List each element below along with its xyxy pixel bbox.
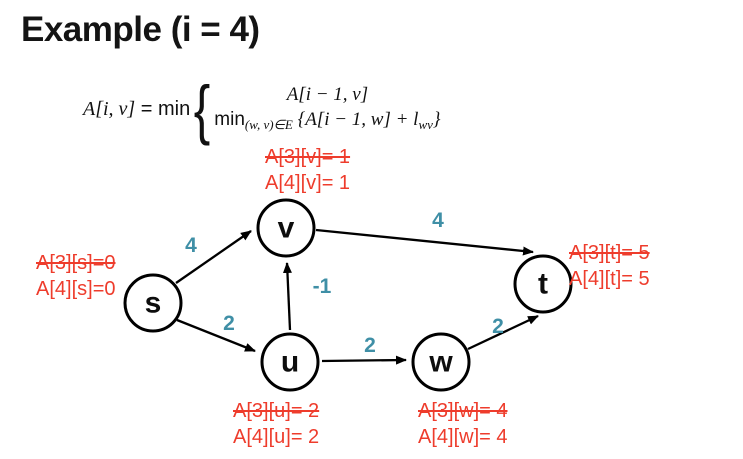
formula-cases: A[i − 1, v] min(w, v)∈E {A[i − 1, w] + l… xyxy=(214,82,440,137)
weight-w-t: 2 xyxy=(492,315,504,338)
edge-w-t xyxy=(467,314,539,351)
annotation-w-new: A[4][w]= 4 xyxy=(418,426,508,448)
formula-lhs-var: A[i, v] xyxy=(83,97,136,120)
formula-equals: = xyxy=(135,97,159,120)
edge-u-w xyxy=(321,355,407,365)
annotation-u-old: A[3][u]= 2 xyxy=(233,400,320,422)
formula-min: min xyxy=(158,97,191,120)
weight-s-v: 4 xyxy=(185,234,197,257)
node-s-label: s xyxy=(144,286,162,319)
annotation-t-old: A[3][t]= 5 xyxy=(569,242,650,264)
annotation-t-new: A[4][t]= 5 xyxy=(569,268,650,290)
edge-u-v xyxy=(282,262,292,331)
weight-s-u: 2 xyxy=(223,312,235,335)
node-t-label: t xyxy=(538,267,548,300)
formula-case-2-close: } xyxy=(432,108,441,130)
annotation-v-old: A[3][v]= 1 xyxy=(265,146,351,168)
page-title: Example (i = 4) xyxy=(21,10,260,49)
weight-u-w: 2 xyxy=(364,334,376,357)
node-w: w xyxy=(411,332,471,392)
annotation-w-old: A[3][w]= 4 xyxy=(418,400,508,422)
node-u: u xyxy=(260,332,320,392)
annotation-s-old: A[3][s]=0 xyxy=(36,252,116,274)
annotation-t: A[3][t]= 5 A[4][t]= 5 xyxy=(569,240,650,292)
formula-case-2-open: { xyxy=(292,108,306,130)
formula-case-2-min: min xyxy=(214,108,245,130)
formula-edge-length-subscript-text: wv xyxy=(418,116,433,132)
node-u-label: u xyxy=(280,345,300,378)
node-t: t xyxy=(513,254,573,314)
formula-edge-length-subscript: wv xyxy=(418,117,432,132)
node-v-label: v xyxy=(277,211,295,244)
weight-v-t: 4 xyxy=(432,209,444,232)
node-w-label: w xyxy=(429,345,453,378)
node-s: s xyxy=(123,273,183,333)
annotation-s: A[3][s]=0 A[4][s]=0 xyxy=(36,250,116,302)
formula-lhs: A[i, v] = min xyxy=(83,98,190,121)
edge-s-u xyxy=(176,318,256,353)
formula-case-1: A[i − 1, v] xyxy=(214,82,440,107)
formula-case-2-subscript: (w, v)∈E xyxy=(245,117,293,132)
formula-case-1-text: A[i − 1, v] xyxy=(286,83,369,105)
formula-case-2-subscript-text: (w, v)∈E xyxy=(244,116,293,132)
curly-brace: { xyxy=(194,72,211,146)
formula-case-2: min(w, v)∈E {A[i − 1, w] + lwv} xyxy=(214,107,440,137)
weight-u-v: -1 xyxy=(312,275,332,298)
annotation-w: A[3][w]= 4 A[4][w]= 4 xyxy=(418,398,508,450)
annotation-s-new: A[4][s]=0 xyxy=(36,278,116,300)
annotation-v-new: A[4][v]= 1 xyxy=(265,172,351,194)
recurrence-formula: A[i, v] = min { A[i − 1, v] min(w, v)∈E … xyxy=(83,72,441,146)
annotation-v: A[3][v]= 1 A[4][v]= 1 xyxy=(265,144,350,196)
formula-case-2-body: A[i − 1, w] + l xyxy=(305,108,419,130)
edge-s-v xyxy=(175,230,252,284)
annotation-u: A[3][u]= 2 A[4][u]= 2 xyxy=(233,398,319,450)
node-v: v xyxy=(256,198,316,258)
annotation-u-new: A[4][u]= 2 xyxy=(233,426,320,448)
edge-v-t xyxy=(315,228,534,256)
